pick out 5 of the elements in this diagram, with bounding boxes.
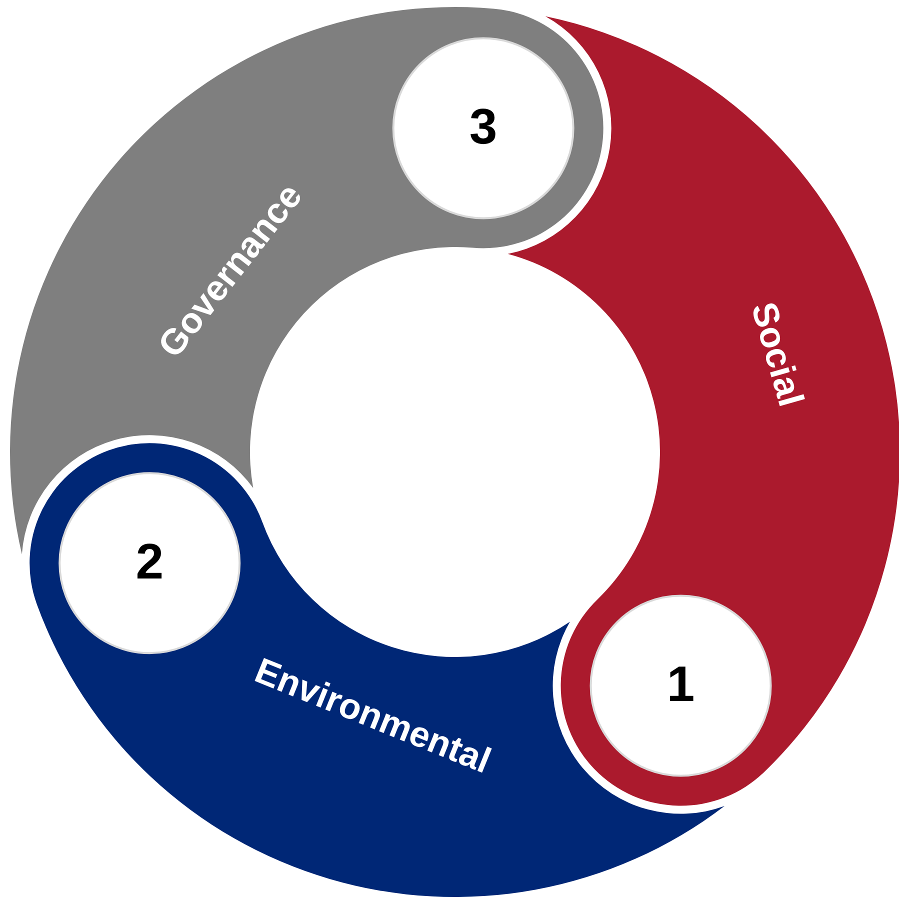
step-number: 3 [469, 98, 498, 154]
step-number: 1 [666, 656, 695, 712]
step-number: 2 [136, 533, 164, 590]
ring-segment [30, 443, 725, 897]
segment-label: Social [744, 298, 812, 411]
